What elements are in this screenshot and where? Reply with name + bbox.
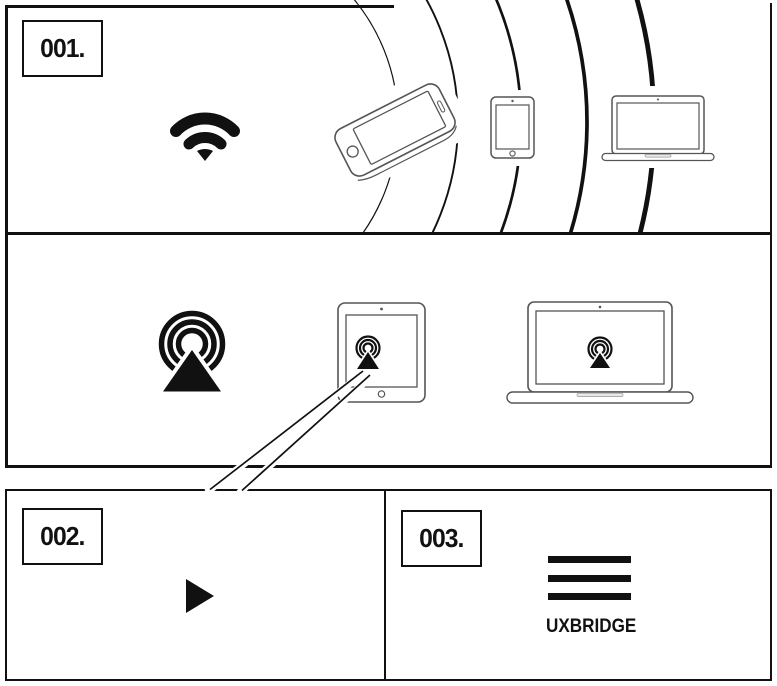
step-003-label: 003. (419, 523, 464, 553)
brand-text: UXBRIDGE (545, 616, 637, 637)
frame-divider (5, 232, 772, 235)
laptop-icon (598, 86, 718, 168)
step-001-tag: 001. (22, 20, 103, 77)
tablet-icon (483, 90, 543, 166)
menu-bar-1 (548, 556, 631, 563)
step-002-label: 002. (40, 521, 85, 551)
step-002-tag: 002. (22, 508, 103, 565)
airplay-icon (158, 310, 226, 396)
menu-icon (548, 556, 631, 600)
step-001-label: 001. (40, 33, 85, 63)
frame-left-border (5, 5, 8, 467)
frame-bottom-border (5, 464, 772, 468)
frame-top-border (5, 5, 394, 8)
wifi-icon (170, 112, 240, 161)
play-icon (186, 579, 214, 613)
menu-bar-2 (548, 574, 631, 582)
brand-wordmark: UXBRIDGE (536, 616, 646, 638)
frame-right-border (769, 3, 772, 467)
laptop-airplay-icon (506, 301, 694, 404)
top-panel-art (170, 0, 718, 233)
smartphone-icon (314, 62, 476, 198)
menu-bar-3 (548, 593, 631, 600)
step-003-tag: 003. (401, 510, 482, 567)
